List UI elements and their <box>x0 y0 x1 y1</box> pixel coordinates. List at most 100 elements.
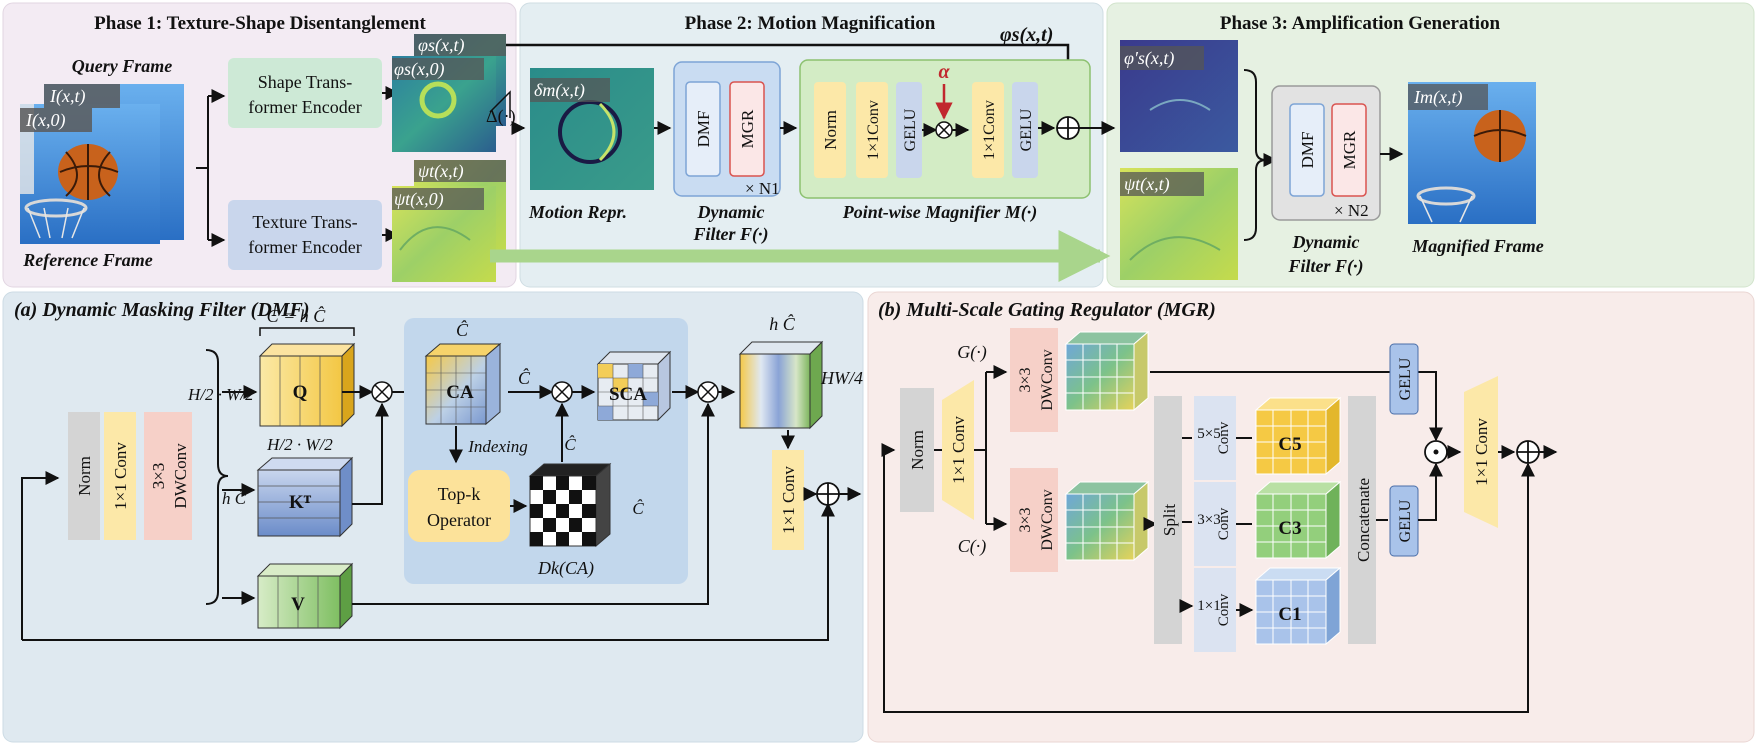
phase3-dmf-mini-block <box>1289 103 1325 197</box>
concatenate-block <box>1348 396 1376 644</box>
texture-encoder-label-2: former Encoder <box>248 237 361 257</box>
c5-cube <box>1254 396 1342 476</box>
pw-gelu2-label: GELU <box>1018 108 1035 151</box>
pw-conv2-label: 1×1Conv <box>981 100 998 160</box>
ca-label: CA <box>446 382 474 403</box>
dmf-output-conv-block <box>772 450 804 550</box>
dmf-mini-label: DMF <box>694 111 713 148</box>
mgr-dwconv-top-label-2: DWConv <box>1039 349 1056 410</box>
phi-0-symbol: φs(x,0) <box>394 59 444 80</box>
n2-label: × N2 <box>1334 201 1369 220</box>
k3-label: 3×3 <box>1197 512 1220 528</box>
dmf-dwconv-block <box>144 412 192 540</box>
shape-encoder-block <box>228 58 382 128</box>
ca-tensor <box>424 342 502 426</box>
conv5-block <box>1194 396 1236 480</box>
mgr-output-conv-trapezoid <box>1464 376 1498 528</box>
topk-operator-block <box>408 470 510 542</box>
mgr-output-conv-label: 1×1 Conv <box>1472 418 1491 486</box>
kt-tensor <box>256 456 354 538</box>
mgr-mini-block <box>729 81 765 177</box>
sca-tensor <box>596 350 672 422</box>
phi-t-symbol: φs(x,t) <box>418 35 464 56</box>
alpha-symbol: α <box>938 61 950 83</box>
dk-label: Dk(CA) <box>537 558 594 579</box>
psi-t-symbol: ψt(x,t) <box>418 161 464 182</box>
phase3-mgr-label: MGR <box>1340 130 1359 169</box>
conv1-label: Conv <box>1216 593 1232 626</box>
mgr-norm-block <box>900 388 934 512</box>
q-label: Q <box>293 382 308 403</box>
mgr-norm-label: Norm <box>908 430 927 470</box>
q-tensor <box>258 342 356 428</box>
dk-chat-top: Ĉ <box>564 435 576 454</box>
mgr-conv-label: 1×1 Conv <box>949 416 968 484</box>
dmf-conv-block <box>104 412 136 540</box>
k5-label: 5×5 <box>1197 426 1220 442</box>
topk-label-2: Operator <box>427 510 491 530</box>
phase3-filter-label-2: Filter F(·) <box>1288 256 1364 277</box>
g-gate-label: G(·) <box>957 342 987 363</box>
dmf-norm-label: Norm <box>75 456 94 496</box>
c1-cube <box>1254 566 1342 646</box>
c-content-label: C(·) <box>958 536 987 557</box>
split-brace <box>196 95 210 240</box>
sca-label: SCA <box>609 384 647 405</box>
c3-cube <box>1254 480 1342 560</box>
pw-conv1-block <box>856 82 888 178</box>
dmf-mini-block <box>685 81 721 177</box>
split-label: Split <box>1160 504 1179 536</box>
reference-symbol: I(x,0) <box>25 110 65 131</box>
dmf-norm-block <box>68 412 100 540</box>
mgr-gelu-top-label: GELU <box>1397 357 1414 400</box>
dynamic-filter-label-2: Filter F(·) <box>693 224 769 245</box>
query-symbol: I(x,t) <box>49 86 85 107</box>
pw-gelu1-label: GELU <box>902 108 919 151</box>
mgr-dwconv-top-block <box>1010 328 1058 432</box>
output-stripe-tensor <box>738 340 824 430</box>
pw-conv2-block <box>972 82 1004 178</box>
pw-norm-label: Norm <box>821 110 840 150</box>
magnified-frame-label: Magnified Frame <box>1411 236 1544 256</box>
mgr-panel-title: (b) Multi-Scale Gating Regulator (MGR) <box>878 299 1216 321</box>
motion-symbol: δm(x,t) <box>534 80 585 101</box>
output-hw4-label: HW/4 <box>820 368 863 388</box>
content-feature-cube <box>1064 480 1150 562</box>
texture-encoder-block <box>228 200 382 270</box>
psi-0-symbol: ψt(x,0) <box>394 189 444 210</box>
shape-encoder-label-1: Shape Trans- <box>258 72 353 92</box>
pw-norm-block <box>814 82 846 178</box>
mgr-gelu-bottom-label: GELU <box>1397 499 1414 542</box>
split-block <box>1154 396 1182 644</box>
phase3-dmf-label: DMF <box>1298 132 1317 169</box>
mgr-conv-trapezoid <box>942 380 974 520</box>
dmf-dwconv-label-1: 3×3 <box>149 463 168 490</box>
dmf-conv-label: 1×1 Conv <box>111 442 130 510</box>
texture-encoder-label-1: Texture Trans- <box>252 212 357 232</box>
reference-frame-label: Reference Frame <box>22 250 152 270</box>
ca-chat-side: Ĉ <box>518 367 531 388</box>
motion-repr-label: Motion Repr. <box>528 202 627 222</box>
conv5-label: Conv <box>1216 421 1232 454</box>
mgr-dwconv-top-label-1: 3×3 <box>1017 367 1034 392</box>
dk-mask-tensor <box>528 462 612 548</box>
phase2-title: Phase 2: Motion Magnification <box>685 13 936 34</box>
gate-feature-cube <box>1064 330 1150 412</box>
mgr-gelu-top-block <box>1389 343 1419 415</box>
conv3-block <box>1194 482 1236 566</box>
mgr-mini-label: MGR <box>738 109 757 148</box>
phase3-mgr-mini-block <box>1331 103 1367 197</box>
c-eq-label: C = h Ĉ <box>267 305 327 326</box>
dynamic-filter-label-1: Dynamic <box>697 202 765 222</box>
pw-conv1-label: 1×1Conv <box>865 100 882 160</box>
n1-label: × N1 <box>745 179 780 198</box>
kt-label: Kᵀ <box>289 492 312 513</box>
dmf-panel-title: (a) Dynamic Masking Filter (DMF) <box>14 299 310 321</box>
dmf-dwconv-label-2: DWConv <box>171 443 190 509</box>
hw-fraction-label: H/2 · W/2 <box>187 385 254 404</box>
conv3-label: Conv <box>1216 507 1232 540</box>
c3-label: C3 <box>1278 518 1301 539</box>
phi-prime-symbol: φ′s(x,t) <box>1124 48 1174 69</box>
phase3-filter-label-1: Dynamic <box>1292 232 1360 252</box>
